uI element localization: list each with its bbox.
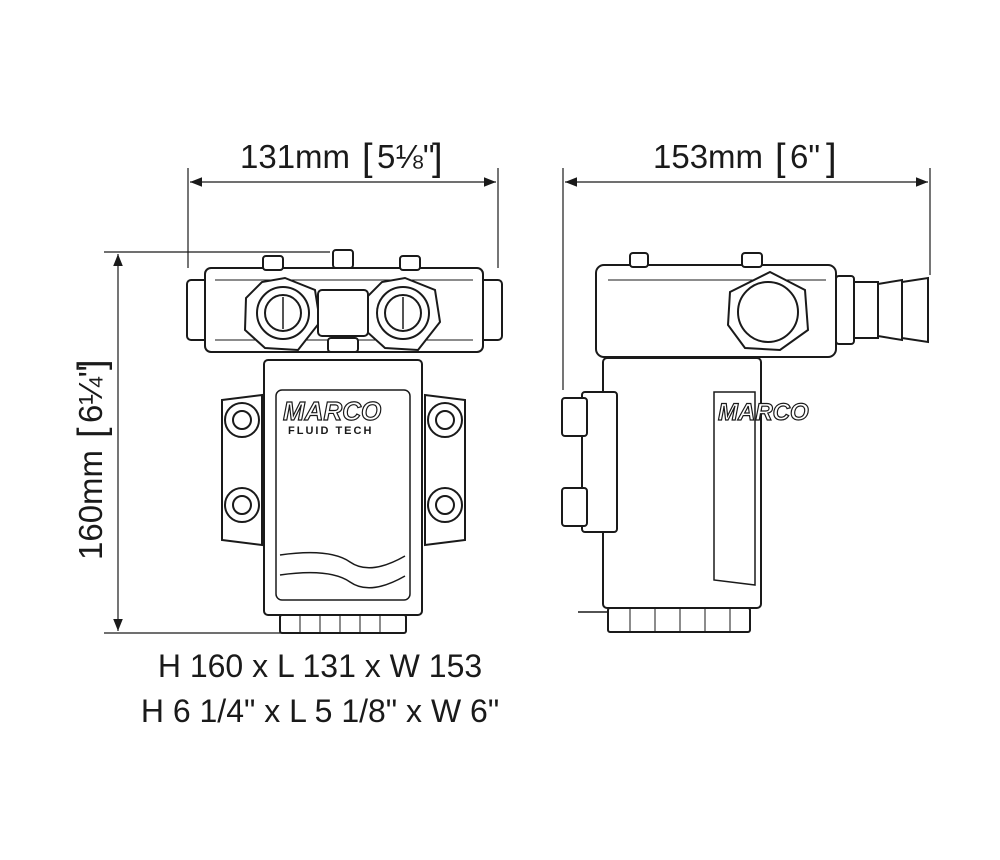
- pump-front-view: [186, 249, 503, 634]
- front-width-bracket-close: ]: [432, 137, 443, 179]
- side-width-imperial: 6": [790, 138, 820, 175]
- height-dimension: 160mm [ 6¼" ]: [71, 251, 330, 634]
- brand-logo-side: MARCO: [718, 399, 809, 426]
- side-logo: MARCO: [717, 398, 809, 426]
- hose-barb-icon: [835, 275, 929, 345]
- side-port-icon: [726, 270, 810, 352]
- height-imperial: 6¼": [72, 365, 109, 423]
- front-width-bracket-open: [: [362, 137, 373, 179]
- mount-hole-icon: [224, 402, 260, 438]
- front-width-metric: 131mm: [240, 138, 350, 175]
- front-width-dimension: 131mm [ 5⅛" ]: [187, 137, 499, 268]
- mount-hole-icon: [427, 402, 463, 438]
- summary-metric: H 160 x L 131 x W 153: [157, 648, 483, 684]
- height-bracket-close: ]: [71, 359, 113, 370]
- brand-logo: MARCO: [283, 396, 381, 426]
- side-width-dimension: 153mm [ 6" ]: [562, 137, 931, 390]
- side-width-metric: 153mm: [653, 138, 763, 175]
- side-width-bracket-close: ]: [826, 137, 837, 179]
- mount-hole-icon: [427, 487, 463, 523]
- height-bracket-open: [: [71, 427, 113, 438]
- front-width-imperial: 5⅛": [377, 138, 435, 175]
- mount-hole-icon: [224, 487, 260, 523]
- outlet-port-icon: [363, 276, 442, 352]
- height-metric: 160mm: [72, 450, 109, 560]
- front-logo: MARCO FLUID TECH: [282, 395, 381, 437]
- brand-subtitle: FLUID TECH: [288, 425, 373, 437]
- pump-side-view: [561, 252, 929, 633]
- summary-imperial: H 6 1/4" x L 5 1/8" x W 6": [140, 693, 500, 729]
- inlet-port-icon: [243, 276, 322, 352]
- side-width-bracket-open: [: [775, 137, 786, 179]
